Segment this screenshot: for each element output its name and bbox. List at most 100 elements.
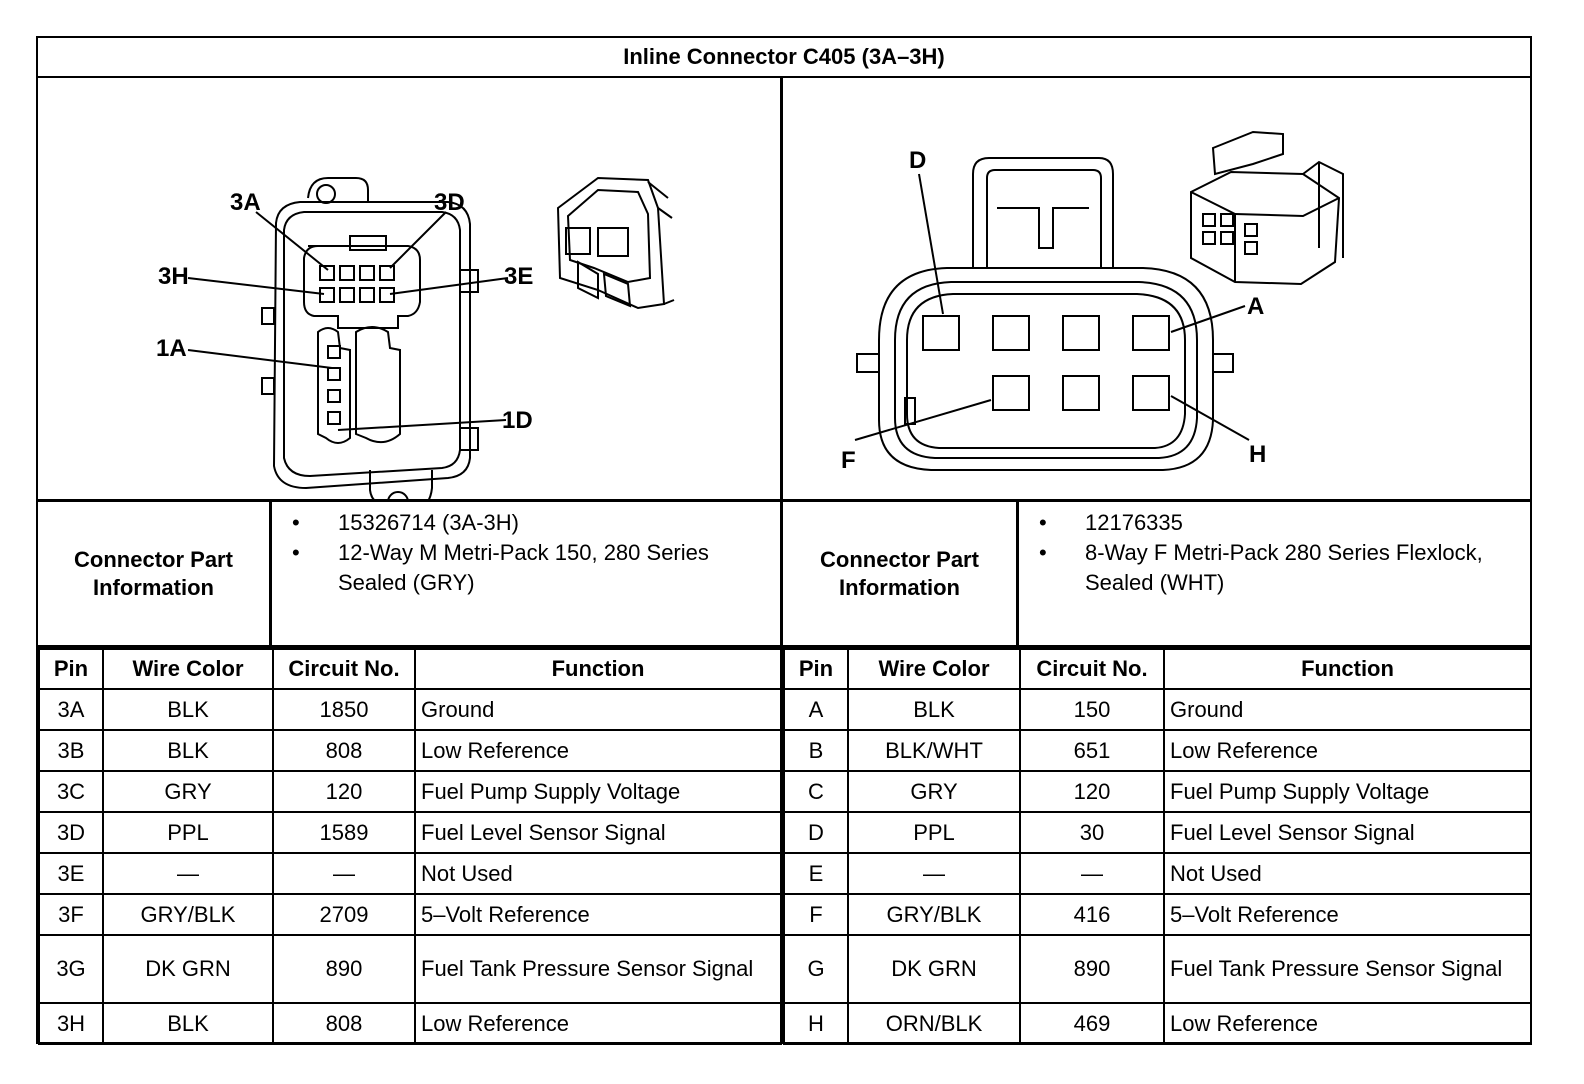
- circuit-cell: 1850: [272, 688, 416, 731]
- circuit-cell: 808: [272, 729, 416, 772]
- left-pin-3h: [319, 287, 335, 303]
- left-connector-body: [272, 201, 471, 490]
- wire-color-cell: GRY: [102, 770, 274, 813]
- right-pin-d: [922, 315, 960, 351]
- function-cell: 5–Volt Reference: [414, 893, 782, 936]
- circuit-cell: 120: [1019, 770, 1165, 813]
- left-callout-3d: 3D: [434, 189, 465, 216]
- circuit-cell: 150: [1019, 688, 1165, 731]
- left-part-info-label: Connector Part Information: [38, 502, 272, 645]
- right-pin-f: [992, 375, 1030, 411]
- left-col-wire-color: Wire Color: [102, 648, 274, 690]
- left-part-info-label-line2: Information: [92, 574, 214, 600]
- function-cell: Not Used: [1163, 852, 1532, 895]
- circuit-cell: 469: [1019, 1002, 1165, 1045]
- circuit-cell: 890: [1019, 934, 1165, 1004]
- connector-sheet: Inline Connector C405 (3A–3H): [36, 36, 1532, 1045]
- wire-color-cell: BLK/WHT: [847, 729, 1021, 772]
- circuit-cell: —: [1019, 852, 1165, 895]
- function-cell: Ground: [414, 688, 782, 731]
- function-cell: Low Reference: [414, 1002, 782, 1045]
- right-part-description: 8-Way F Metri-Pack 280 Series Flexlock, …: [1019, 538, 1509, 598]
- circuit-cell: 416: [1019, 893, 1165, 936]
- right-part-info-label-line2: Information: [838, 574, 960, 600]
- left-pin-3g: [339, 287, 355, 303]
- left-pin-3c: [359, 265, 375, 281]
- function-cell: Fuel Pump Supply Voltage: [414, 770, 782, 813]
- wire-color-cell: BLK: [102, 1002, 274, 1045]
- left-callout-1d: 1D: [502, 407, 533, 434]
- function-cell: Fuel Tank Pressure Sensor Signal: [414, 934, 782, 1004]
- wire-color-cell: GRY/BLK: [847, 893, 1021, 936]
- left-pin-3e: [379, 287, 395, 303]
- left-connector: 3A 3D 3H 3E 1A 1D Connector Part Informa…: [38, 78, 782, 1045]
- right-pin-a: [1132, 315, 1170, 351]
- function-cell: Low Reference: [1163, 729, 1532, 772]
- left-part-info-label-line1: Connector Part: [74, 546, 233, 572]
- left-part-info-list: 15326714 (3A-3H) 12-Way M Metri-Pack 150…: [272, 508, 762, 598]
- table-row: E——Not Used: [783, 852, 1532, 895]
- right-part-number: 12176335: [1019, 508, 1509, 538]
- left-connector-3d-view: [556, 176, 675, 310]
- left-lower-cavity-b: [355, 326, 401, 444]
- circuit-cell: 120: [272, 770, 416, 813]
- right-col-function: Function: [1163, 648, 1532, 690]
- wire-color-cell: BLK: [102, 688, 274, 731]
- circuit-cell: 1589: [272, 811, 416, 854]
- right-col-circuit: Circuit No.: [1019, 648, 1165, 690]
- left-callout-1a: 1A: [156, 335, 187, 362]
- right-pin-h: [1132, 375, 1170, 411]
- pin-cell: A: [783, 688, 849, 731]
- wire-color-cell: —: [102, 852, 274, 895]
- right-part-info-list: 12176335 8-Way F Metri-Pack 280 Series F…: [1019, 508, 1509, 598]
- circuit-cell: 808: [272, 1002, 416, 1045]
- function-cell: Not Used: [414, 852, 782, 895]
- left-lower-cavity-a: [317, 327, 351, 444]
- right-part-info-label-line1: Connector Part: [820, 546, 979, 572]
- left-top-ear: [307, 177, 369, 202]
- pin-cell: 3D: [38, 811, 104, 854]
- right-callout-a: A: [1247, 293, 1264, 320]
- wire-color-cell: —: [847, 852, 1021, 895]
- right-pin-table-header: Pin Wire Color Circuit No. Function: [783, 648, 1532, 690]
- wire-color-cell: BLK: [847, 688, 1021, 731]
- pin-cell: 3B: [38, 729, 104, 772]
- right-connector-shell: [878, 267, 1214, 471]
- right-callout-h: H: [1249, 441, 1266, 468]
- right-connector-drawing: D A F H: [841, 130, 1344, 474]
- circuit-cell: 2709: [272, 893, 416, 936]
- left-col-circuit: Circuit No.: [272, 648, 416, 690]
- function-cell: Fuel Pump Supply Voltage: [1163, 770, 1532, 813]
- wire-color-cell: PPL: [847, 811, 1021, 854]
- right-pin-c: [992, 315, 1030, 351]
- pin-cell: C: [783, 770, 849, 813]
- right-col-pin: Pin: [783, 648, 849, 690]
- pin-cell: 3H: [38, 1002, 104, 1045]
- left-pin-3d: [379, 265, 395, 281]
- left-col-function: Function: [414, 648, 782, 690]
- left-connector-diagram: 3A 3D 3H 3E 1A 1D: [38, 78, 780, 502]
- wire-color-cell: DK GRN: [847, 934, 1021, 1004]
- function-cell: 5–Volt Reference: [1163, 893, 1532, 936]
- pin-cell: 3G: [38, 934, 104, 1004]
- left-pin-3b: [339, 265, 355, 281]
- right-col-wire-color: Wire Color: [847, 648, 1021, 690]
- left-callout-3e: 3E: [504, 263, 533, 290]
- pin-cell: F: [783, 893, 849, 936]
- pin-cell: B: [783, 729, 849, 772]
- left-callout-3a: 3A: [230, 189, 261, 216]
- left-pin-3a: [319, 265, 335, 281]
- wire-color-cell: PPL: [102, 811, 274, 854]
- right-callout-d: D: [909, 147, 926, 174]
